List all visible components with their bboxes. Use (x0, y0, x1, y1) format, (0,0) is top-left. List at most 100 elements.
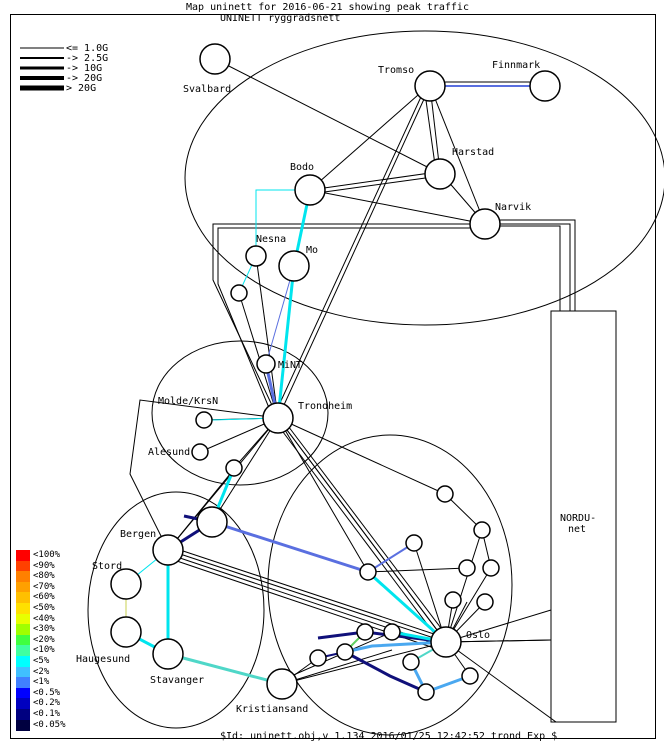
node-east-10[interactable] (356, 623, 374, 641)
bandwidth-legend: <= 1.0G-> 2.5G-> 10G-> 20G> 20G (20, 43, 108, 94)
node-narvik[interactable] (469, 208, 501, 240)
node-east-11[interactable] (336, 643, 354, 661)
link-aux-oslo-2[interactable] (367, 542, 415, 573)
utilization-legend-label: <0.05% (33, 719, 66, 730)
node-mo[interactable] (278, 250, 310, 282)
node-east-14[interactable] (461, 667, 479, 685)
node-east-2[interactable] (473, 521, 491, 539)
node-aux-2[interactable] (225, 459, 243, 477)
utilization-legend-row: <0.05% (16, 719, 66, 731)
node-alesund[interactable] (191, 443, 209, 461)
link-east-navy-b[interactable] (344, 650, 427, 694)
label-harstad: Harstad (452, 147, 494, 158)
utilization-legend-label: <0.1% (33, 709, 61, 719)
node-aux-1[interactable] (230, 284, 248, 302)
label-nesna: Nesna (256, 234, 286, 245)
node-east-12[interactable] (309, 649, 327, 667)
node-kristiansand[interactable] (266, 668, 298, 700)
node-east-5[interactable] (458, 559, 476, 577)
utilization-legend-row: <40% (16, 613, 55, 625)
utilization-legend-label: <0.5% (33, 687, 61, 698)
utilization-legend-label: <1% (33, 677, 50, 688)
utilization-legend-label: <50% (33, 603, 55, 613)
label-nordunet: NORDU-net (560, 513, 596, 535)
label-mint: MiNT (278, 360, 302, 371)
label-bergen: Bergen (120, 529, 156, 540)
node-east-8[interactable] (476, 593, 494, 611)
utilization-legend-row: <70% (16, 581, 55, 593)
utilization-legend-swatch (16, 709, 30, 720)
node-east-7[interactable] (444, 591, 462, 609)
node-bergen[interactable] (152, 534, 184, 566)
utilization-legend-swatch (16, 581, 30, 593)
utilization-legend-swatch (16, 550, 30, 561)
label-molde: Molde/KrsN (158, 396, 218, 407)
node-east-4[interactable] (359, 563, 377, 581)
node-harstad[interactable] (424, 158, 456, 190)
link-mo-mint[interactable] (265, 265, 295, 365)
node-aux-3[interactable] (196, 506, 228, 538)
node-east-1[interactable] (436, 485, 454, 503)
label-nordunet-line2: net (568, 524, 586, 535)
link-stavanger-kristiansand[interactable] (167, 652, 283, 686)
utilization-legend-label: <30% (33, 624, 55, 635)
node-bodo[interactable] (294, 174, 326, 206)
link-aux-oslo-1[interactable] (366, 570, 448, 644)
utilization-legend-label: <90% (33, 560, 55, 571)
utilization-legend-swatch (16, 645, 30, 657)
node-molde[interactable] (195, 411, 213, 429)
link-bergen-oslo[interactable] (211, 520, 369, 574)
label-stord: Stord (92, 561, 122, 572)
link-mo-trondheim[interactable] (276, 265, 296, 419)
region-east (267, 434, 513, 736)
bandwidth-legend-label: -> 20G (66, 73, 102, 84)
utilization-legend-label: <40% (33, 613, 55, 624)
bandwidth-legend-label: -> 10G (66, 63, 102, 74)
bandwidth-legend-label: <= 1.0G (66, 43, 108, 54)
utilization-legend-swatch (16, 571, 30, 583)
utilization-legend-row: <60% (16, 592, 55, 604)
utilization-legend-label: <2% (33, 666, 50, 677)
map-subtitle: UNINETT ryggradsnett (220, 13, 341, 24)
link-east-sky[interactable] (344, 640, 447, 654)
link-kristiansand-oslo[interactable] (281, 649, 393, 685)
node-svalbard[interactable] (199, 43, 231, 75)
node-tromso[interactable] (414, 70, 446, 102)
node-east-13[interactable] (402, 653, 420, 671)
nordunet-box[interactable] (550, 310, 617, 723)
utilization-legend-row: <100% (16, 550, 60, 561)
utilization-legend-row: <0.1% (16, 709, 60, 720)
node-haugesund[interactable] (110, 616, 142, 648)
utilization-legend-label: <20% (33, 634, 55, 645)
utilization-legend-label: <0.2% (33, 698, 61, 709)
utilization-legend-swatch (16, 698, 30, 710)
utilization-legend-swatch (16, 656, 30, 667)
node-trondheim[interactable] (262, 402, 294, 434)
node-oslo[interactable] (430, 626, 462, 658)
utilization-legend-label: <70% (33, 581, 55, 592)
utilization-legend-row: <0.5% (16, 687, 61, 699)
node-nesna[interactable] (245, 245, 267, 267)
utilization-legend-row: <1% (16, 677, 50, 689)
bandwidth-legend-label: > 20G (66, 83, 96, 94)
utilization-legend-swatch (16, 666, 30, 678)
node-stavanger[interactable] (152, 638, 184, 670)
utilization-legend-label: <80% (33, 571, 55, 582)
node-mint[interactable] (256, 354, 276, 374)
node-finnmark[interactable] (529, 70, 561, 102)
node-stord[interactable] (110, 568, 142, 600)
map-frame (10, 14, 656, 739)
region-north (184, 30, 664, 326)
link-bodo-nesna[interactable] (255, 189, 310, 256)
node-east-15[interactable] (417, 683, 435, 701)
region-west (87, 491, 265, 729)
utilization-legend-label: <100% (33, 550, 61, 560)
node-east-9[interactable] (383, 623, 401, 641)
node-east-3[interactable] (405, 534, 423, 552)
node-east-6[interactable] (482, 559, 500, 577)
utilization-legend-swatch (16, 603, 30, 614)
label-tromso: Tromso (378, 65, 414, 76)
utilization-legend-swatch (16, 592, 30, 604)
utilization-legend-swatch (16, 560, 30, 572)
